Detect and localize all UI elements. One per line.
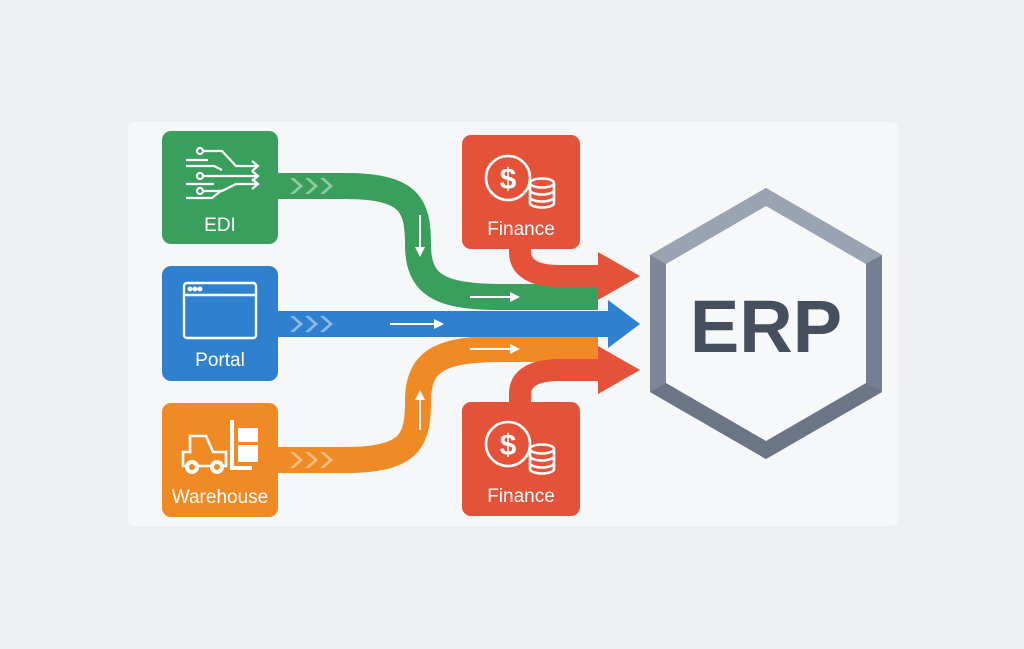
network-icon (186, 146, 260, 200)
portal-flow (278, 300, 640, 348)
top-merge-arrowhead (598, 252, 640, 300)
portal-label: Portal (195, 350, 245, 371)
dollar-coins-icon: $ (484, 420, 556, 475)
finance-bottom-label: Finance (487, 486, 555, 507)
bottom-merge-arrowhead (598, 346, 640, 394)
edi-flow (278, 173, 598, 310)
forklift-icon (181, 420, 258, 474)
edi-label: EDI (204, 215, 236, 236)
portal-box: Portal (162, 266, 278, 381)
edi-box: EDI (162, 131, 278, 244)
finance-bottom-connector (509, 359, 604, 406)
erp-label: ERP (690, 285, 842, 368)
svg-text:$: $ (500, 429, 517, 462)
warehouse-flow (278, 336, 598, 473)
browser-window-icon (182, 281, 258, 340)
finance-box-top: $ Finance (462, 135, 580, 249)
finance-box-bottom: $ Finance (462, 402, 580, 516)
finance-top-connector (509, 240, 604, 287)
svg-text:$: $ (500, 163, 517, 196)
dollar-coins-icon: $ (484, 154, 556, 209)
finance-top-label: Finance (487, 219, 555, 240)
erp-hexagon: ERP (650, 188, 882, 459)
warehouse-box: Warehouse (162, 403, 278, 517)
warehouse-label: Warehouse (172, 487, 268, 508)
